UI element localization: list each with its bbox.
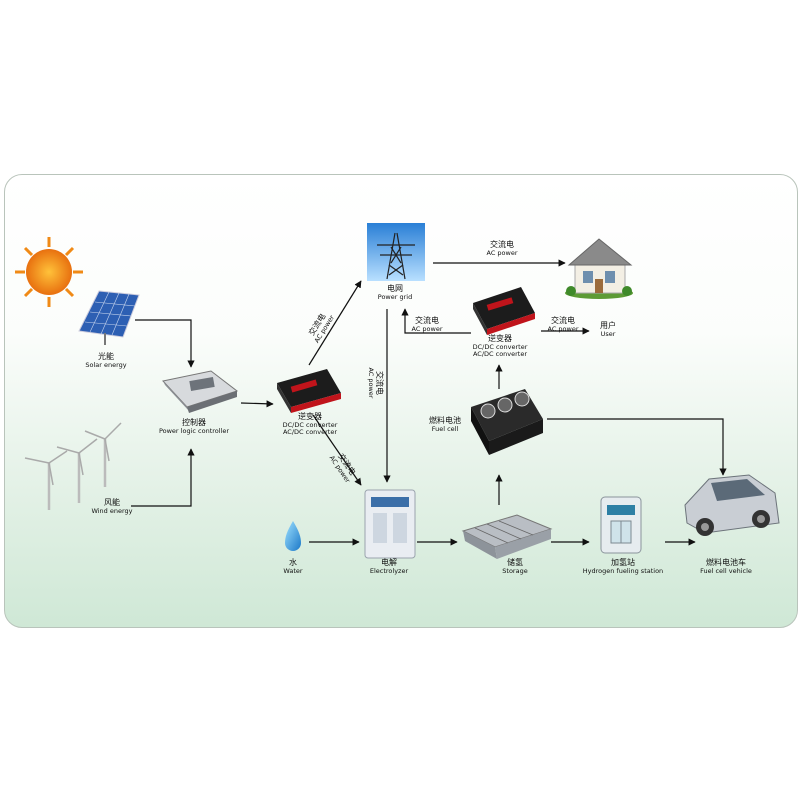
inverter-icon [473, 287, 535, 335]
inverter-icon [277, 369, 341, 413]
user-en: User [600, 329, 616, 338]
electrolyzer-icon [364, 489, 416, 559]
fuel-cell-en: Fuel cell [431, 424, 459, 433]
solar-en: Solar energy [85, 360, 127, 369]
flow-label-inv-grid: 交流电 AC power [407, 316, 447, 333]
flow-label-grid-house: 交流电 AC power [477, 240, 527, 257]
flow-grid-house-en: AC power [486, 248, 518, 257]
station-en: Hydrogen fueling station [582, 566, 664, 575]
fuel-cell-icon [471, 389, 543, 455]
diagram-panel: 光能 Solar energy 风能 Wind energy 控制器 Power… [4, 174, 798, 628]
flow-inv-user-zh: 交流电 [551, 316, 575, 325]
fuel-cell-label: 燃料电池 Fuel cell [423, 416, 467, 433]
electrolyzer-en: Electrolyzer [369, 566, 409, 575]
solar-label: 光能 Solar energy [81, 352, 131, 369]
solar-zh: 光能 [98, 352, 114, 361]
wind-turbine-icon [24, 422, 122, 510]
storage-zh: 储氢 [507, 558, 523, 567]
controller-label: 控制器 Power logic controller [149, 418, 239, 435]
flow-grid-elec-en: AC power [367, 367, 376, 399]
house-icon [565, 238, 633, 299]
electrolyzer-zh: 电解 [381, 558, 397, 567]
inverter-right-zh: 逆变器 [488, 334, 512, 343]
wind-zh: 风能 [104, 498, 120, 507]
fuel-cell-zh: 燃料电池 [429, 416, 461, 425]
vehicle-label: 燃料电池车 Fuel cell vehicle [695, 558, 757, 575]
flow-grid-house-zh: 交流电 [490, 240, 514, 249]
water-label: 水 Water [277, 558, 309, 575]
controller-icon [162, 370, 239, 413]
inverter-right-label: 逆变器 DC/DC converter AC/DC converter [467, 334, 533, 358]
flow-grid-elec-zh: 交流电 [374, 370, 384, 395]
grid-label: 电网 Power grid [367, 284, 423, 301]
flow-inv-grid-en: AC power [411, 324, 443, 333]
electrolyzer-label: 电解 Electrolyzer [361, 558, 417, 575]
power-tower-icon [367, 223, 425, 281]
controller-zh: 控制器 [182, 418, 206, 427]
flow-arrows [131, 259, 727, 546]
hydrogen-storage-icon [461, 514, 553, 559]
inverter-left-en2: AC/DC converter [282, 427, 338, 436]
water-en: Water [283, 566, 303, 575]
inverter-left-en1: DC/DC converter [282, 420, 338, 429]
sun-icon [15, 237, 83, 307]
flow-label-inv-user: 交流电 AC power [543, 316, 583, 333]
energy-flow-diagram [15, 223, 780, 559]
inverter-left-zh: 逆变器 [298, 412, 322, 421]
controller-en: Power logic controller [158, 426, 230, 435]
grid-zh: 电网 [387, 284, 403, 293]
station-zh: 加氢站 [611, 558, 635, 567]
inverter-right-en2: AC/DC converter [472, 349, 528, 358]
flow-inv-grid-zh: 交流电 [415, 316, 439, 325]
user-zh: 用户 [600, 321, 616, 330]
wind-en: Wind energy [91, 506, 133, 515]
water-drop-icon [285, 521, 301, 551]
fuel-cell-car-icon [684, 474, 780, 536]
station-label: 加氢站 Hydrogen fueling station [581, 558, 665, 575]
inverter-left-label: 逆变器 DC/DC converter AC/DC converter [277, 412, 343, 436]
grid-en: Power grid [377, 292, 413, 301]
vehicle-en: Fuel cell vehicle [700, 566, 752, 575]
storage-label: 储氢 Storage [495, 558, 535, 575]
user-label: 用户 User [593, 321, 623, 338]
inverter-right-en1: DC/DC converter [472, 342, 528, 351]
flow-inv-user-en: AC power [547, 324, 579, 333]
flow-label-grid-electrolyzer: 交流电 AC power [367, 363, 384, 403]
vehicle-zh: 燃料电池车 [706, 558, 746, 567]
fueling-station-icon [600, 496, 642, 554]
storage-en: Storage [502, 566, 528, 575]
wind-label: 风能 Wind energy [87, 498, 137, 515]
water-zh: 水 [289, 558, 297, 567]
solar-panel-icon [78, 290, 140, 345]
